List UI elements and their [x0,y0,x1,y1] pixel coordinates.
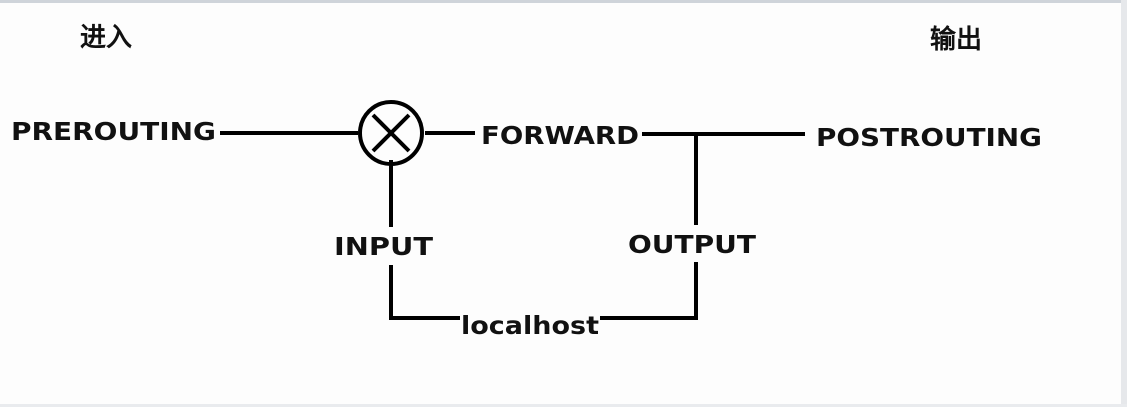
output-label: OUTPUT [628,230,756,259]
forward-label: FORWARD [481,121,639,150]
enter-label: 进入 [80,23,132,53]
postrouting-label: POSTROUTING [816,123,1042,152]
top-border [0,0,1127,3]
routing-decision-icon [358,100,424,166]
right-border [1121,0,1127,407]
bottom-border [0,404,1127,407]
exit-label: 输出 [930,24,982,55]
prerouting-label: PREROUTING [11,117,216,146]
routing-cross-b [371,113,411,153]
localhost-to-output-connector [600,262,698,320]
input-to-localhost-connector [389,265,460,320]
routing-circle [358,100,424,166]
input-label: INPUT [334,232,433,261]
localhost-label: localhost [461,311,599,340]
